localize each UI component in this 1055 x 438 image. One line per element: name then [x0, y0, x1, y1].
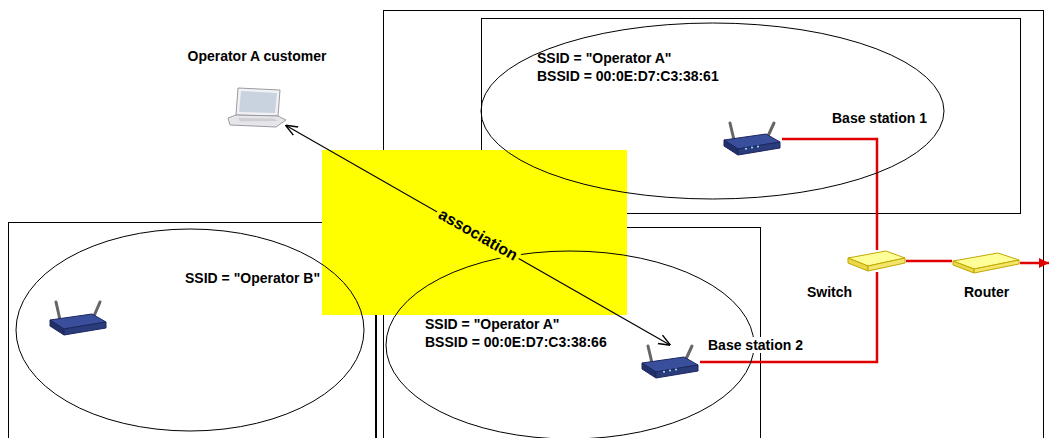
association-arrow	[286, 126, 670, 345]
base-station-shape	[640, 345, 700, 379]
switch-node: Switch	[848, 250, 906, 272]
device-label: Operator A customer	[186, 48, 329, 64]
uplink-wire	[1020, 262, 1049, 265]
status-light	[663, 371, 665, 373]
device-side	[642, 363, 656, 378]
device-front	[974, 260, 1019, 273]
cell-ellipse: SSID = "Operator B"	[15, 228, 365, 432]
ethernet-wire	[700, 272, 877, 362]
laptop-base	[228, 115, 286, 127]
text-holder: Switch	[805, 284, 854, 300]
device-label: Base station 1	[830, 110, 929, 126]
highlight-box	[322, 150, 627, 315]
ssid-label: BSSID = 00:0E:D7:C3:38:66	[425, 334, 607, 350]
ssid-label: SSID = "Operator A"	[537, 50, 672, 66]
device-front	[738, 142, 780, 155]
base-station: Base station 2	[640, 345, 700, 379]
laptop-screen	[239, 91, 277, 113]
text-holder: BSSID = 00:0E:D7:C3:38:61	[537, 68, 719, 84]
antenna	[768, 123, 774, 136]
switch-node-shape	[848, 250, 906, 272]
device-side	[848, 258, 868, 271]
status-light	[675, 369, 677, 371]
cell-outline	[386, 251, 754, 438]
laptop-lid	[236, 88, 280, 116]
cell-outline	[481, 23, 944, 199]
ssid-label: SSID = "Operator A"	[425, 316, 560, 332]
status-light	[751, 147, 753, 149]
antenna	[686, 346, 692, 359]
base-station: Base station 1	[722, 122, 782, 156]
base-station-shape	[722, 122, 782, 156]
text-holder: SSID = "Operator A"	[425, 316, 560, 332]
laptop-node-shape	[228, 88, 286, 130]
text-holder: Base station 2	[706, 337, 805, 353]
device-front	[64, 322, 106, 335]
coverage-area	[9, 223, 376, 438]
ssid-label: BSSID = 00:0E:D7:C3:38:61	[537, 68, 719, 84]
device-side	[50, 320, 64, 335]
router-node: Router	[952, 252, 1020, 274]
device-side	[953, 261, 974, 273]
edge-label: association	[433, 204, 524, 266]
ethernet-wire	[906, 260, 952, 263]
device-label: Base station 2	[706, 337, 805, 353]
device-side	[724, 140, 738, 155]
cell-ellipse: Base station 1 SSID = "Operator A" BSSID =…	[480, 22, 945, 200]
antenna	[56, 302, 60, 320]
text-holder: Router	[962, 284, 1011, 300]
cell-ellipse: Base station 2 SSID = "Operator A" BSSID =…	[385, 250, 755, 438]
device-label: Router	[962, 284, 1011, 300]
text-holder: SSID = "Operator B"	[185, 270, 320, 286]
status-light	[745, 148, 747, 150]
device-front	[868, 258, 905, 271]
text-holder: SSID = "Operator A"	[537, 50, 672, 66]
device-front	[656, 365, 698, 378]
text-holder: BSSID = 00:0E:D7:C3:38:66	[425, 334, 607, 350]
antenna	[730, 123, 734, 140]
laptop-keyboard	[238, 118, 278, 122]
status-light	[669, 370, 671, 372]
edge-label-holder: association	[433, 204, 524, 266]
base-station-icon	[50, 302, 106, 335]
ethernet-wire	[782, 139, 877, 250]
ssid-label: SSID = "Operator B"	[185, 270, 320, 286]
laptop-node: Operator A customer	[228, 88, 286, 130]
cell-outline	[16, 229, 364, 431]
antenna	[94, 302, 100, 316]
device-label: Switch	[805, 284, 854, 300]
status-light	[757, 146, 759, 148]
cell-ellipse-shape	[15, 228, 365, 432]
text-holder: Operator A customer	[186, 48, 329, 64]
router-node-shape	[952, 252, 1020, 274]
antenna	[648, 346, 652, 363]
text-holder: Base station 1	[830, 110, 929, 126]
